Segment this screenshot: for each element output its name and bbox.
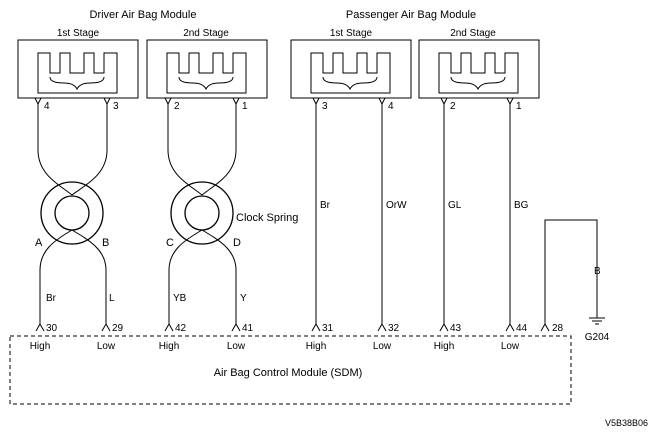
wire-color-pass-stage2-low: BG xyxy=(514,200,529,211)
sdm-pin-44: 44 xyxy=(516,323,528,334)
passenger-stage1-module: 1st Stage xyxy=(290,28,412,99)
squib-connector-icon xyxy=(310,52,391,94)
driver-stage1-pin-left: 4 xyxy=(44,101,50,112)
passenger-stage1-pin-left: 3 xyxy=(322,101,328,112)
passenger-stage2-pin-left: 2 xyxy=(450,101,456,112)
terminal-c: C xyxy=(166,237,174,249)
ground-label: G204 xyxy=(585,332,610,343)
sdm-role-41: Low xyxy=(227,341,246,352)
wire-color-pass-stage1-low: OrW xyxy=(386,200,407,211)
passenger-stage2-label: 2nd Stage xyxy=(450,28,496,39)
clock-spring-label: Clock Spring xyxy=(236,212,298,224)
brace-icon xyxy=(49,76,105,91)
sdm-role-30: High xyxy=(30,341,51,352)
driver-stage1-label: 1st Stage xyxy=(57,28,100,39)
sdm-pin-42: 42 xyxy=(175,323,187,334)
clock-spring-2 xyxy=(170,181,234,245)
wire-color-driver-stage1-low: L xyxy=(109,293,115,304)
wire-color-pass-stage2-high: GL xyxy=(448,200,462,211)
passenger-stage2-pin-right: 1 xyxy=(516,101,522,112)
sdm-label: Air Bag Control Module (SDM) xyxy=(214,367,363,379)
wire-color-driver-stage2-low: Y xyxy=(240,293,247,304)
squib-connector-icon xyxy=(166,52,247,94)
squib-connector-icon xyxy=(37,52,118,94)
passenger-stage2-module: 2nd Stage xyxy=(418,28,540,99)
sdm-pin-31: 31 xyxy=(322,323,334,334)
figure-code: V5B38B06 xyxy=(605,418,648,428)
sdm-role-42: High xyxy=(159,341,180,352)
terminal-a: A xyxy=(35,237,43,249)
sdm-pin-43: 43 xyxy=(450,323,462,334)
wire-color-pass-stage1-high: Br xyxy=(320,200,331,211)
sdm-box xyxy=(9,335,572,405)
sdm-pin-30: 30 xyxy=(46,323,58,334)
sdm-role-32: Low xyxy=(373,341,392,352)
sdm-pin-28: 28 xyxy=(552,323,564,334)
driver-stage1-pin-right: 3 xyxy=(113,101,119,112)
brace-icon xyxy=(322,76,378,91)
driver-stage2-pin-right: 1 xyxy=(242,101,248,112)
passenger-stage1-pin-right: 4 xyxy=(388,101,394,112)
terminal-b: B xyxy=(102,237,109,249)
driver-module-title: Driver Air Bag Module xyxy=(90,9,197,21)
driver-stage1-wiring xyxy=(37,110,108,324)
passenger-wiring xyxy=(315,110,598,324)
brace-icon xyxy=(450,76,506,91)
wire-color-driver-stage1-high: Br xyxy=(46,293,57,304)
sdm-terminals xyxy=(35,322,550,332)
squib-connector-icon xyxy=(438,52,519,94)
sdm-role-43: High xyxy=(434,341,455,352)
brace-icon xyxy=(178,76,234,91)
wire-color-ground: B xyxy=(594,266,601,277)
passenger-stage1-label: 1st Stage xyxy=(330,28,373,39)
sdm-pin-32: 32 xyxy=(388,323,400,334)
driver-stage2-module: 2nd Stage xyxy=(146,28,268,99)
driver-stage2-wiring xyxy=(167,110,237,324)
wire-color-driver-stage2-high: YB xyxy=(173,293,187,304)
clock-spring-1 xyxy=(40,181,104,245)
driver-stage1-module: 1st Stage xyxy=(17,28,139,99)
driver-stage2-pin-left: 2 xyxy=(174,101,180,112)
sdm-role-31: High xyxy=(306,341,327,352)
driver-stage2-label: 2nd Stage xyxy=(183,28,229,39)
sdm-pin-41: 41 xyxy=(242,323,254,334)
sdm-pin-29: 29 xyxy=(112,323,124,334)
terminal-d: D xyxy=(233,237,241,249)
sdm-role-29: Low xyxy=(97,341,116,352)
ground-icon xyxy=(589,317,605,325)
passenger-module-title: Passenger Air Bag Module xyxy=(346,9,476,21)
sdm-role-44: Low xyxy=(501,341,520,352)
